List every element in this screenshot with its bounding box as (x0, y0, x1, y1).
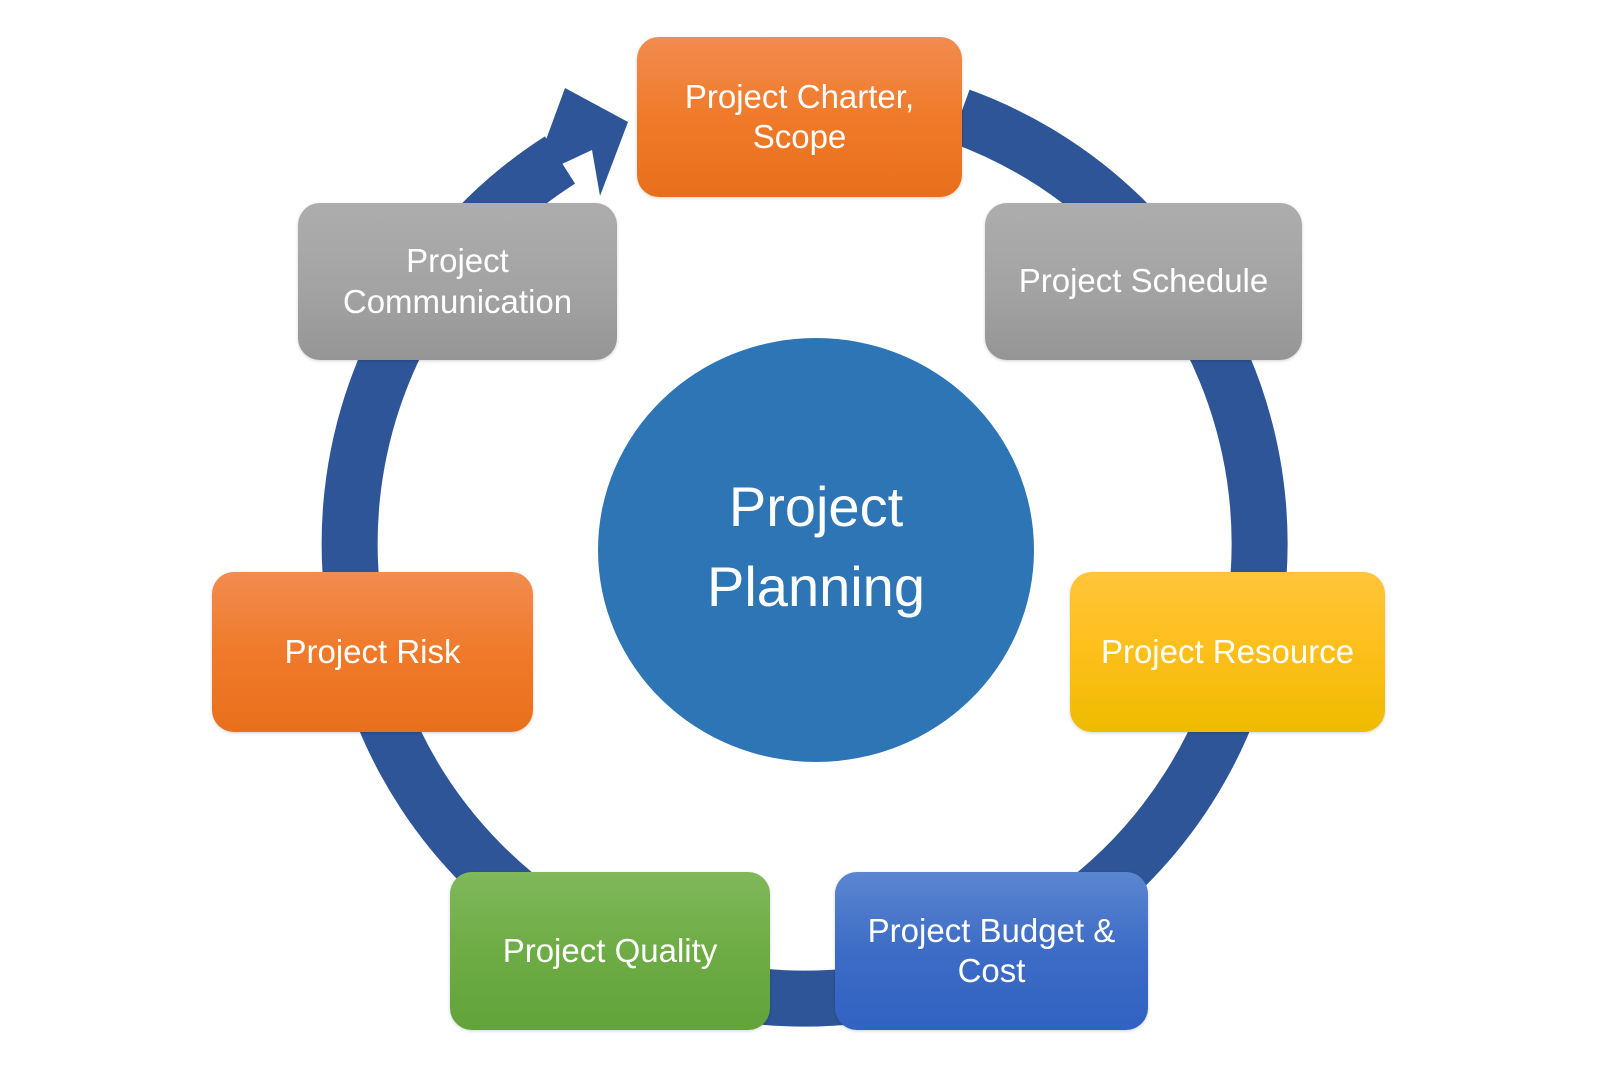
node-label: Project Risk (284, 632, 461, 670)
node-project-budget-cost[interactable]: Project Budget & Cost (835, 872, 1148, 1030)
node-label: Project Schedule (1018, 262, 1269, 300)
center-hub-project-planning[interactable]: Project Planning (598, 338, 1034, 762)
node-label: Project Budget & Cost (867, 911, 1116, 989)
node-project-resource[interactable]: Project Resource (1070, 572, 1385, 732)
cycle-arrowhead-icon (532, 88, 628, 196)
node-label: Project Charter, Scope (684, 77, 915, 155)
node-project-risk[interactable]: Project Risk (212, 572, 533, 732)
node-label: Project Quality (502, 931, 718, 969)
node-label: Project Communication (342, 242, 573, 320)
center-hub-label: Project Planning (707, 475, 925, 618)
node-project-communication[interactable]: Project Communication (298, 203, 617, 360)
node-project-schedule[interactable]: Project Schedule (985, 203, 1302, 360)
node-project-charter-scope[interactable]: Project Charter, Scope (637, 37, 962, 197)
node-project-quality[interactable]: Project Quality (450, 872, 770, 1030)
node-label: Project Resource (1100, 632, 1355, 670)
